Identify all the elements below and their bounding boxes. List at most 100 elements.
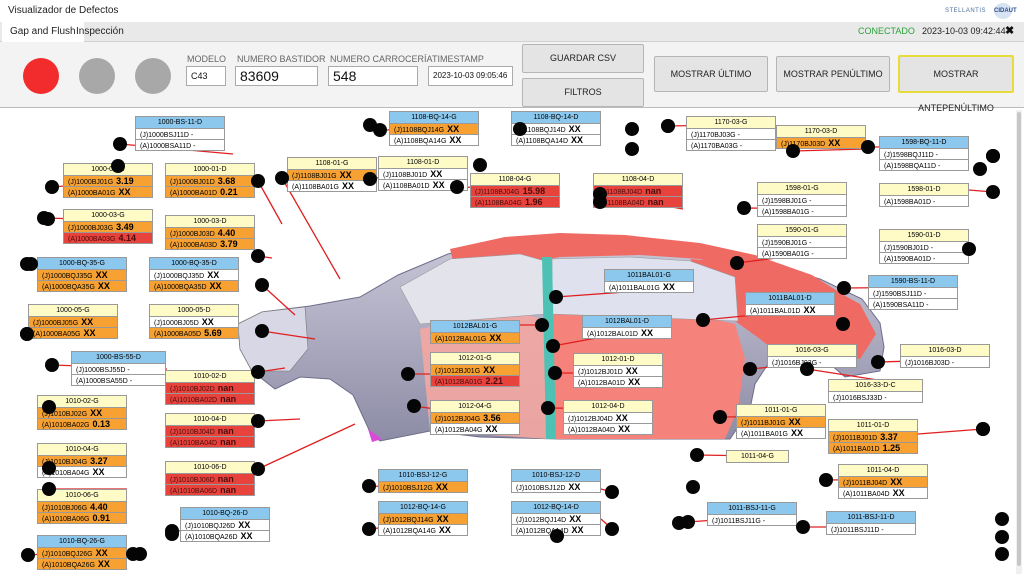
measure-point-dot[interactable]	[42, 461, 56, 475]
measure-point-dot[interactable]	[986, 149, 1000, 163]
vertical-scrollbar[interactable]	[1016, 110, 1022, 574]
measure-point-dot[interactable]	[696, 313, 710, 327]
filters-button[interactable]: FILTROS	[522, 78, 644, 107]
measure-point-dot[interactable]	[836, 317, 850, 331]
measure-point-dot[interactable]	[986, 185, 1000, 199]
measure-point-dot[interactable]	[275, 171, 289, 185]
show-penultimate-button[interactable]: MOSTRAR PENÚLTIMO	[776, 56, 890, 92]
measure-point-dot[interactable]	[407, 399, 421, 413]
measure-point-dot[interactable]	[837, 281, 851, 295]
measure-point-dot[interactable]	[362, 479, 376, 493]
defect-label-1011-04-g[interactable]: 1011-04-G	[726, 450, 789, 463]
measure-point-dot[interactable]	[541, 401, 555, 415]
measure-point-dot[interactable]	[962, 242, 976, 256]
measure-point-dot[interactable]	[605, 522, 619, 536]
defect-label-1000-bs-11-d[interactable]: 1000-BS-11-D(J)1000BSJ11D -(A)1000BSA11D…	[135, 116, 225, 151]
measure-point-dot[interactable]	[995, 547, 1009, 561]
measure-point-dot[interactable]	[42, 482, 56, 496]
measure-point-dot[interactable]	[535, 318, 549, 332]
measure-point-dot[interactable]	[251, 249, 265, 263]
tab-inspeccion[interactable]: Inspección	[76, 26, 124, 37]
measure-point-dot[interactable]	[473, 158, 487, 172]
measure-point-dot[interactable]	[550, 529, 564, 543]
measure-point-dot[interactable]	[549, 290, 563, 304]
measure-point-dot[interactable]	[41, 212, 55, 226]
measure-point-dot[interactable]	[713, 410, 727, 424]
defect-label-1011-bsj-11-d[interactable]: 1011-BSJ-11-D(J)1011BSJ11D -	[826, 511, 916, 535]
measure-point-dot[interactable]	[800, 362, 814, 376]
measure-point-dot[interactable]	[111, 159, 125, 173]
measure-point-dot[interactable]	[686, 480, 700, 494]
measure-point-dot[interactable]	[690, 448, 704, 462]
measure-point-dot[interactable]	[251, 174, 265, 188]
measure-point-dot[interactable]	[737, 201, 751, 215]
tab-gap-and-flush[interactable]: Gap and Flush	[2, 22, 84, 42]
measure-point-dot[interactable]	[661, 119, 675, 133]
defect-label-1598-01-d[interactable]: 1598-01-D(A)1598BA01D -	[879, 183, 969, 207]
measure-point-dot[interactable]	[165, 527, 179, 541]
defect-label-1590-01-d[interactable]: 1590-01-D(J)1590BJ01D -(A)1590BA01D -	[879, 229, 969, 264]
measure-point-dot[interactable]	[786, 144, 800, 158]
save-csv-button[interactable]: GUARDAR CSV	[522, 44, 644, 73]
measure-point-dot[interactable]	[513, 122, 527, 136]
measure-point-dot[interactable]	[255, 278, 269, 292]
measure-point-dot[interactable]	[126, 547, 140, 561]
show-last-button[interactable]: MOSTRAR ÚLTIMO	[654, 56, 768, 92]
measure-point-dot[interactable]	[401, 367, 415, 381]
measure-point-dot[interactable]	[548, 366, 562, 380]
measure-point-dot[interactable]	[730, 256, 744, 270]
measure-point-dot[interactable]	[973, 162, 987, 176]
measure-point-dot[interactable]	[45, 358, 59, 372]
defect-label-1590-01-g[interactable]: 1590-01-G(J)1590BJ01G -(A)1590BA01G -	[757, 224, 847, 259]
measure-point-dot[interactable]	[42, 400, 56, 414]
defect-label-1590-bs-11-d[interactable]: 1590-BS-11-D(J)1590BSJ11D -(A)1590BSA11D…	[868, 275, 958, 310]
measure-point-dot[interactable]	[251, 414, 265, 428]
defect-label-1598-01-g[interactable]: 1598-01-G(J)1598BJ01G -(A)1598BA01G -	[757, 182, 847, 217]
measure-point-dot[interactable]	[45, 180, 59, 194]
defect-label-1000-bs-55-d[interactable]: 1000-BS-55-D(J)1000BSJ55D -(A)1000BSA55D…	[71, 351, 166, 386]
measure-point-dot[interactable]	[976, 422, 990, 436]
defect-label-1011-bsj-11-g[interactable]: 1011-BSJ-11-G(J)1011BSJ11G -	[707, 502, 797, 526]
measure-point-dot[interactable]	[450, 180, 464, 194]
show-antepenultimate-button[interactable]: MOSTRAR ANTEPENÚLTIMO	[898, 55, 1014, 113]
scrollbar-thumb[interactable]	[1017, 112, 1021, 566]
defect-label-1016-03-d[interactable]: 1016-03-D(J)1016BJ03D -	[900, 344, 990, 368]
measure-point-dot[interactable]	[251, 365, 265, 379]
measure-point-dot[interactable]	[363, 172, 377, 186]
measure-point-dot[interactable]	[672, 516, 686, 530]
measure-point-dot[interactable]	[20, 327, 34, 341]
measure-point-dot[interactable]	[113, 137, 127, 151]
